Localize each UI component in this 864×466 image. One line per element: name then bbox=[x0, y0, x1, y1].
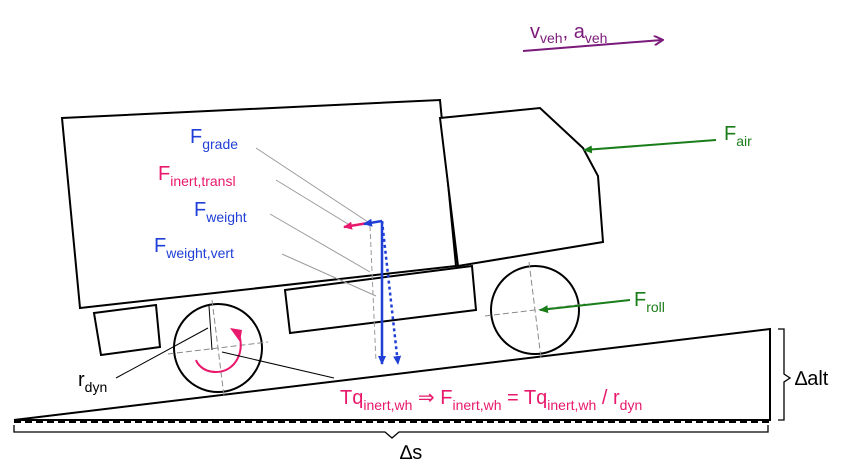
f-air-label: Fair bbox=[724, 123, 752, 149]
delta-alt-label: ∆alt bbox=[795, 368, 829, 390]
wheel-torque-arrow bbox=[195, 331, 242, 374]
r-dyn-label: rdyn bbox=[78, 369, 107, 395]
truck-rear-block bbox=[92, 303, 162, 357]
equation-label: Tqinert,wh ⇒ Finert,wh = Tqinert,wh / rd… bbox=[340, 387, 642, 413]
f-weight-vert-label: Fweight,vert bbox=[154, 235, 234, 261]
truck-cab bbox=[438, 106, 605, 268]
label-leaders bbox=[255, 147, 377, 297]
wheel-torque-arrowhead bbox=[230, 328, 242, 342]
r-dyn-radius bbox=[208, 305, 213, 351]
delta-s-bracket bbox=[13, 425, 769, 439]
truck-cargo-box bbox=[60, 98, 458, 310]
com-guides bbox=[369, 225, 377, 363]
truck-chassis bbox=[283, 264, 478, 335]
f-roll-arrow bbox=[539, 299, 631, 314]
velocity-label: vveh, aveh bbox=[530, 21, 607, 46]
f-roll-label: Froll bbox=[634, 289, 665, 315]
road-slope bbox=[13, 327, 771, 421]
delta-alt-bracket bbox=[778, 328, 792, 421]
f-weight-label: Fweight bbox=[194, 199, 247, 225]
f-air-arrow bbox=[583, 139, 717, 154]
r-dyn-leader bbox=[115, 327, 209, 379]
velocity-arrow bbox=[522, 40, 662, 52]
delta-s-label: ∆s bbox=[400, 442, 422, 464]
f-inert-transl-label: Finert,transl bbox=[158, 163, 236, 189]
f-grade-label: Fgrade bbox=[190, 126, 238, 152]
f-grade-arrow bbox=[363, 218, 383, 227]
equation-leader bbox=[221, 351, 335, 379]
